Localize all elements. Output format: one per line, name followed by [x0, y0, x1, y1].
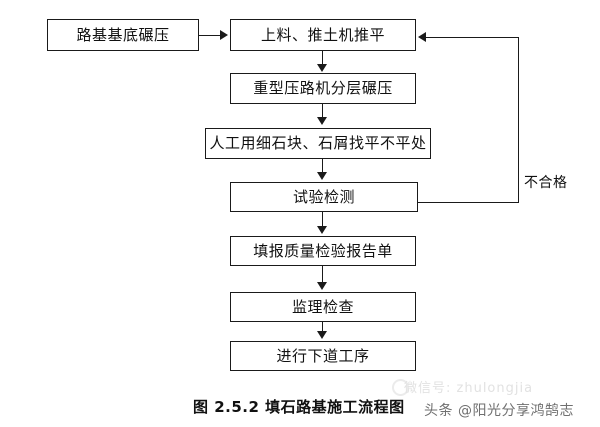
flow-node-label: 监理检查 — [291, 297, 354, 316]
flow-node-label: 上料、推土机推平 — [260, 25, 385, 44]
flow-node-label: 路基基底碾压 — [76, 25, 170, 44]
edge-n6-n7-line — [322, 266, 323, 283]
edge-n4-n5-line — [322, 159, 323, 173]
flow-node-label: 重型压路机分层碾压 — [253, 79, 393, 97]
flow-node-label: 进行下道工序 — [276, 346, 370, 365]
edge-n5-n6-arrowhead-icon — [317, 226, 327, 234]
flow-node-next-process: 进行下道工序 — [230, 341, 416, 371]
flow-node-test-inspection: 试验检测 — [230, 182, 418, 212]
figure-caption: 图 2.5.2 填石路基施工流程图 — [193, 398, 405, 416]
flow-node-loading-bulldozer-leveling: 上料、推土机推平 — [230, 19, 416, 51]
edge-n3-n4-arrowhead-icon — [317, 117, 327, 125]
watermark-wechat: 微信号: zhulongjia — [404, 381, 534, 396]
edge-n4-n5-arrowhead-icon — [317, 172, 327, 180]
edge-n2-n3-line — [322, 51, 323, 65]
feedback-edge-arrowhead-icon — [418, 32, 426, 42]
flow-node-label: 人工用细石块、石屑找平不平处 — [209, 134, 427, 152]
flow-node-label: 填报质量检验报告单 — [253, 241, 393, 260]
flow-node-roadbed-compaction: 路基基底碾压 — [47, 19, 199, 51]
feedback-edge-label: 不合格 — [524, 175, 568, 191]
edge-n1-n2-line — [199, 35, 222, 36]
edge-n7-n8-line — [322, 322, 323, 332]
watermark-toutiao: 头条 @阳光分享鸿鹄志 — [424, 403, 574, 419]
flow-node-heavy-roller-layered-compaction: 重型压路机分层碾压 — [230, 73, 416, 104]
feedback-edge-horizontal-back — [426, 37, 519, 38]
edge-n1-n2-arrowhead-icon — [220, 30, 228, 40]
edge-n7-n8-arrowhead-icon — [317, 331, 327, 339]
edge-n3-n4-line — [322, 104, 323, 118]
flow-node-manual-fine-stone-leveling: 人工用细石块、石屑找平不平处 — [205, 128, 431, 159]
flow-node-supervision-check: 监理检查 — [230, 292, 416, 322]
watermark-ring-icon — [392, 379, 409, 396]
edge-n6-n7-arrowhead-icon — [317, 282, 327, 290]
feedback-edge-horizontal-out — [418, 202, 519, 203]
feedback-edge-vertical — [518, 37, 519, 203]
flow-node-label: 试验检测 — [292, 187, 355, 206]
edge-n2-n3-arrowhead-icon — [317, 64, 327, 72]
edge-n5-n6-line — [322, 212, 323, 227]
flow-node-quality-inspection-report: 填报质量检验报告单 — [230, 236, 416, 266]
